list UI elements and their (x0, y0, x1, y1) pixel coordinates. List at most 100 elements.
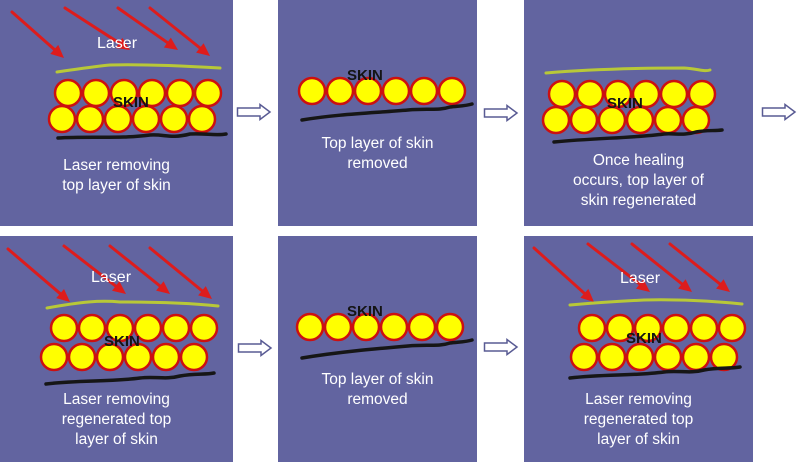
skin-cell (109, 78, 139, 108)
panel-1-illustration: SKIN Laser (10, 6, 228, 140)
panel-4-illustration: SKIN Laser (6, 244, 220, 386)
skin-cell (47, 104, 77, 134)
skin-cell (597, 105, 627, 135)
right-arrow-icon (761, 103, 797, 121)
laser-label: Laser (91, 269, 132, 286)
panel-2-illustration: SKIN (297, 67, 474, 122)
skin-cell (717, 313, 747, 343)
skin-cell (323, 312, 353, 342)
caption-line: regenerated top (61, 411, 172, 428)
skin-cell (541, 105, 571, 135)
skin-cell (67, 342, 97, 372)
skin-label: SKIN (113, 94, 149, 111)
skin-cell (325, 76, 355, 106)
skin-cell (77, 313, 107, 343)
skin-cell (603, 79, 633, 109)
laser-label: Laser (97, 35, 138, 52)
panel-1: SKIN Laser Laser removing top layer of sk… (0, 0, 233, 226)
panel-3-illustration: SKIN (541, 66, 724, 144)
skin-base-line (44, 371, 216, 386)
skin-cell (95, 342, 125, 372)
laser-beam-icon (148, 246, 212, 299)
panel-3: SKIN Once healing occurs, top layer of s… (524, 0, 753, 226)
skin-label: SKIN (626, 330, 662, 347)
skin-cell (435, 312, 465, 342)
skin-cell (687, 79, 717, 109)
panel-4-caption: Laser removing regenerated top layer of … (0, 390, 233, 450)
caption-line: top layer of skin (62, 177, 171, 194)
skin-cell (605, 313, 635, 343)
caption-line: Top layer of skin (321, 371, 434, 388)
skin-cell (409, 76, 439, 106)
caption-line: removed (347, 391, 408, 408)
panel-4: SKIN Laser Laser removing regenerated top… (0, 236, 233, 462)
skin-cell (103, 104, 133, 134)
skin-cell (633, 313, 663, 343)
skin-cell (39, 342, 69, 372)
skin-cell (295, 312, 325, 342)
laser-beam-icon (668, 242, 730, 292)
laser-beam-icon (148, 6, 210, 56)
skin-cell (661, 313, 691, 343)
skin-cell (597, 342, 627, 372)
caption-line: Top layer of skin (321, 135, 434, 152)
skin-label: SKIN (607, 95, 643, 112)
laser-beam-icon (62, 244, 126, 294)
skin-cell (187, 104, 217, 134)
skin-cell (689, 313, 719, 343)
panel-2-caption: Top layer of skin removed (278, 134, 477, 174)
skin-cell (547, 79, 577, 109)
panel-5-caption: Top layer of skin removed (278, 370, 477, 410)
laser-beam-icon (10, 10, 64, 58)
skin-label: SKIN (347, 67, 383, 84)
panel-5-illustration: SKIN (295, 303, 474, 360)
laser-beam-icon (116, 6, 178, 50)
caption-line: Laser removing (585, 391, 692, 408)
panel-6-caption: Laser removing regenerated top layer of … (524, 390, 753, 450)
skin-cell (625, 105, 655, 135)
skin-cell (625, 342, 655, 372)
skin-cell (659, 79, 689, 109)
panel-3-caption: Once healing occurs, top layer of skin r… (524, 151, 753, 211)
caption-line: occurs, top layer of (573, 172, 704, 189)
right-arrow-icon (483, 104, 519, 122)
skin-cell (381, 76, 411, 106)
caption-line: layer of skin (597, 431, 680, 448)
skin-cell (165, 78, 195, 108)
skin-cell (569, 105, 599, 135)
skin-cell (133, 313, 163, 343)
skin-cell (105, 313, 135, 343)
skin-label: SKIN (104, 333, 140, 350)
top-skin-layer (544, 66, 712, 75)
caption-line: regenerated top (583, 411, 694, 428)
right-arrow-icon (483, 338, 519, 356)
skin-base-line (300, 338, 474, 360)
panel-1-caption: Laser removing top layer of skin (0, 156, 233, 196)
right-arrow-icon (237, 339, 273, 357)
caption-line: Once healing (592, 152, 685, 169)
panel-5: SKIN Top layer of skin removed (278, 236, 477, 462)
skin-cell (159, 104, 189, 134)
caption-line: Laser removing (63, 157, 170, 174)
laser-beam-icon (6, 247, 70, 302)
caption-line: removed (347, 155, 408, 172)
skin-cell (407, 312, 437, 342)
top-skin-layer (45, 299, 220, 310)
skin-cell (123, 342, 153, 372)
skin-cell (53, 78, 83, 108)
skin-cell (151, 342, 181, 372)
top-skin-layer (55, 63, 222, 74)
skin-cell (709, 342, 739, 372)
top-skin-layer (568, 298, 744, 307)
skin-base-line (56, 132, 228, 140)
skin-cell (575, 79, 605, 109)
skin-cell (131, 104, 161, 134)
skin-cell (81, 78, 111, 108)
laser-beam-icon (586, 242, 650, 292)
skin-base-line (552, 128, 724, 144)
skin-cell (297, 76, 327, 106)
laser-beam-icon (63, 6, 130, 50)
laser-beam-icon (532, 246, 594, 302)
